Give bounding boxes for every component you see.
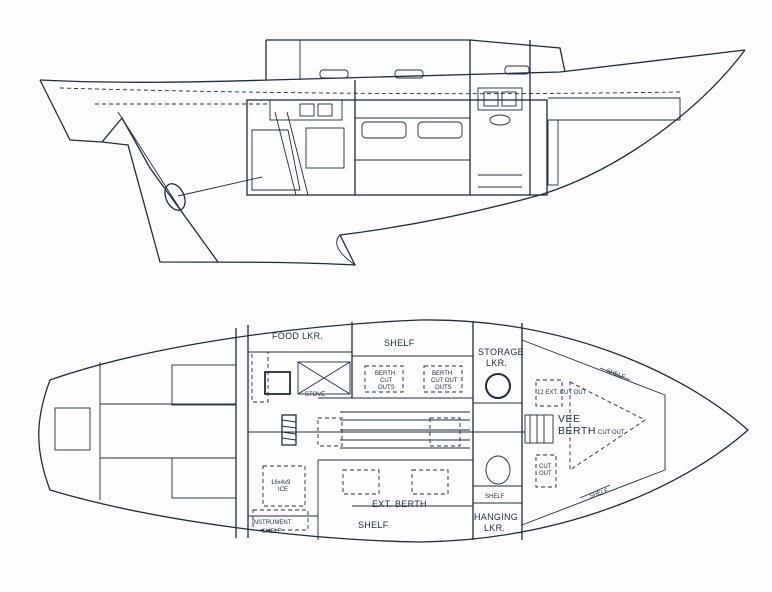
label-ext-berth: EXT. BERTH [372, 499, 427, 509]
plan-view [38, 319, 749, 543]
plan-berth-cutout-1 [364, 365, 404, 393]
profile-dashed-line [59, 87, 681, 95]
profile-interior-box [246, 99, 548, 196]
profile-portlight-3 [504, 65, 530, 75]
profile-settee-window-2 [417, 121, 463, 139]
label-icebox-2: ICE [278, 487, 288, 493]
label-shelf-head: SHELF [485, 494, 505, 500]
profile-portlight-1 [319, 69, 349, 79]
plan-labels: FOOD LKR. SHELF STORAGE LKR. SHELF BERTH… [252, 331, 626, 535]
label-vee-berth-2: BERTH [558, 425, 596, 437]
plan-stove-x2 [297, 361, 351, 395]
label-ext-cut-out: 12 EXT. CUT OUT [537, 390, 587, 396]
plan-vee-berth-outline [521, 339, 666, 526]
profile-portlight-2 [394, 69, 424, 79]
label-shelf-bottom: SHELF [358, 520, 389, 530]
profile-prop-shaft [177, 176, 263, 197]
profile-sheer-line [39, 49, 746, 83]
profile-rudder [101, 116, 219, 263]
label-hanging-locker-2: LKR. [484, 523, 505, 533]
profile-view [39, 39, 746, 266]
label-berth-cutout-2b: CUT OUT [431, 378, 458, 384]
profile-cabinet-door-2 [317, 103, 333, 117]
plan-storage-porthole [485, 373, 511, 399]
label-berth-cutout-2a: BERTH [432, 371, 452, 377]
plan-stove [297, 361, 351, 395]
plan-ext-berth-cutout-2 [411, 469, 449, 495]
plan-ext-berth-cutout-1 [342, 469, 380, 495]
label-berth-cutout-2c: OUTS [435, 385, 452, 391]
profile-head-cabinet [477, 87, 523, 111]
plan-icebox [262, 465, 306, 507]
label-icebox-1: 16x4x9 [271, 480, 291, 486]
plan-shelf-arrow-top [599, 367, 631, 381]
label-storage-locker-1: STORAGE [478, 347, 524, 357]
label-food-locker: FOOD LKR. [272, 331, 323, 341]
profile-settee-window-1 [361, 121, 407, 139]
plan-berth-cutout-2 [423, 365, 463, 393]
label-instrument-shelf-1: INSTRUMENT [252, 520, 292, 526]
profile-companionway [251, 129, 301, 191]
plan-transom-hatch [54, 407, 91, 451]
profile-ladder [274, 111, 309, 196]
profile-icebox [305, 127, 345, 169]
plan-shelf-arrow-bottom [579, 484, 611, 499]
profile-cabinet-door-1 [299, 103, 315, 117]
profile-vberth [548, 97, 681, 121]
label-berth-cutout-1c: OUTS [378, 385, 395, 391]
label-shelf-top: SHELF [384, 338, 415, 348]
profile-vberth-filler [547, 119, 559, 186]
plan-ladder-rungs [281, 419, 297, 441]
plan-hull-outline [38, 319, 749, 543]
profile-rudder-post [117, 111, 183, 213]
plan-sink [264, 371, 291, 395]
plan-cockpit-seat-1 [171, 364, 237, 406]
plan-galley-counter [251, 351, 269, 403]
plan-instrument-shelf-box [252, 509, 309, 531]
profile-keel-fwd [336, 234, 356, 266]
label-storage-locker-2: LKR. [486, 358, 507, 368]
profile-head-door-1 [483, 91, 499, 107]
plan-head-step [524, 414, 554, 444]
profile-hull-bottom [101, 49, 746, 266]
plan-vee-cutout [569, 381, 646, 471]
label-berth-cutout-1b: CUT [380, 378, 393, 384]
label-berth-cutout-1a: BERTH [375, 371, 395, 377]
label-hanging-locker-1: HANGING [474, 512, 518, 522]
label-vee-berth-1: VEE [558, 413, 581, 425]
label-stove: STOVE [305, 392, 325, 398]
plan-vee-small-cutout [535, 454, 557, 488]
label-cut-out-small-1: CUT [539, 464, 552, 470]
plan-head-toilet [485, 455, 511, 485]
plan-head-step-lines [529, 415, 545, 443]
profile-cabin-top [266, 39, 566, 73]
label-shelf-fwd-bottom: SHELF [589, 488, 610, 500]
label-cut-out-small-2: OUT [539, 471, 552, 477]
label-vee-cut-out: CUT OUT [598, 430, 625, 436]
label-instrument-shelf-2: SHELF [262, 529, 282, 535]
plan-cockpit-seat-2 [171, 457, 237, 499]
profile-transom [39, 79, 103, 143]
plan-ladder [281, 414, 297, 446]
plan-vee-ext-cutout [535, 379, 563, 407]
profile-head-sink [489, 114, 511, 126]
profile-head-door-2 [501, 91, 517, 107]
label-shelf-fwd-top: SHELF [605, 368, 626, 380]
profile-galley-cabinet [269, 99, 343, 121]
